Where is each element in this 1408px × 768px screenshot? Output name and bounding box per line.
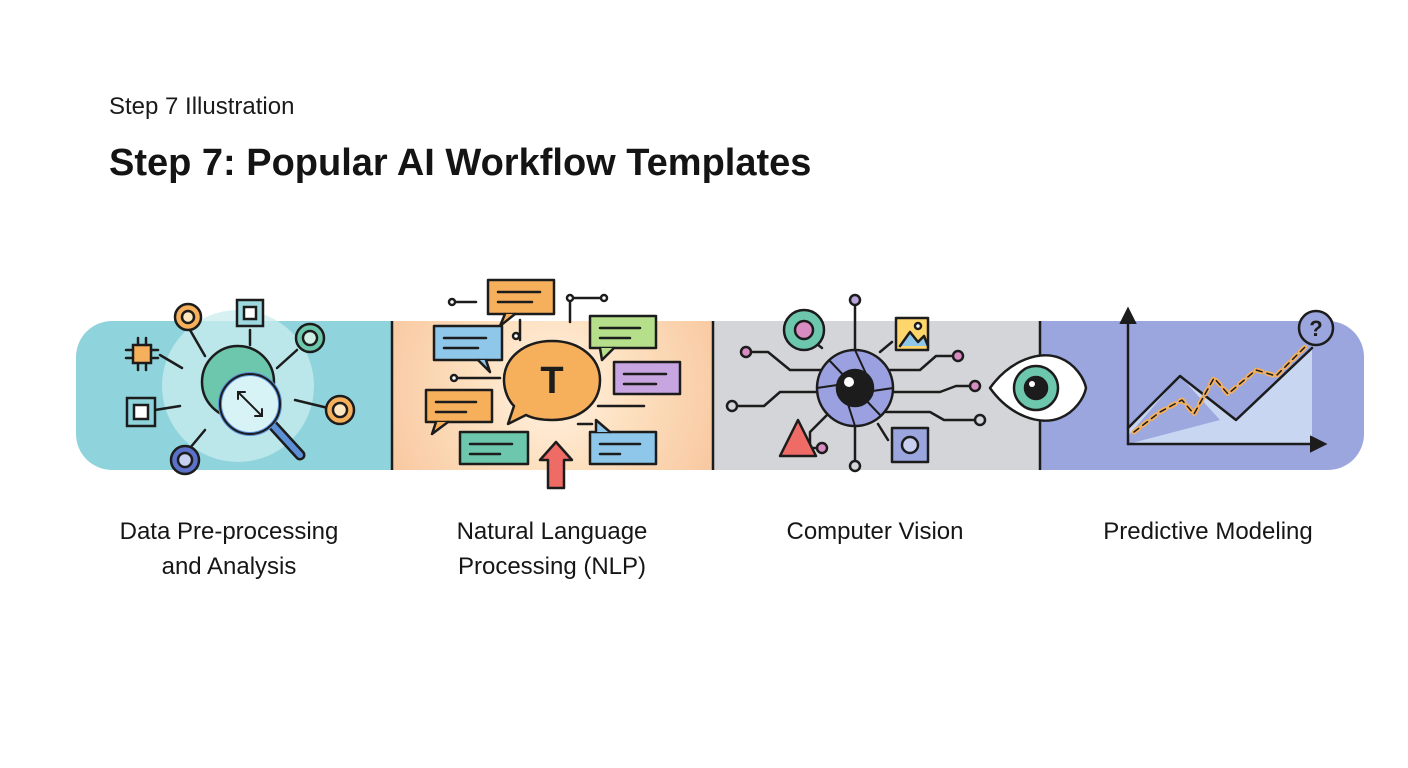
workflow-label-nlp-line2: Processing (NLP) — [457, 553, 647, 580]
workflow-label-data-line1: Data Pre-processing — [119, 518, 339, 545]
speech-bubble-icon: T — [424, 278, 682, 490]
workflow-label-data: Data Pre-processing and Analysis — [64, 514, 394, 584]
workflow-label-pm: Predictive Modeling — [1043, 514, 1373, 549]
trend-chart-icon: ? — [1119, 306, 1335, 453]
kicker-text: Step 7 Illustration — [109, 93, 295, 120]
page-title: Step 7: Popular AI Workflow Templates — [109, 142, 812, 184]
pm-question-mark: ? — [1309, 316, 1322, 341]
workflow-label-nlp: Natural Language Processing (NLP) — [387, 514, 717, 584]
workflow-label-pm-line1: Predictive Modeling — [1103, 518, 1313, 545]
workflow-label-nlp-line1: Natural Language — [456, 518, 648, 545]
workflow-label-cv: Computer Vision — [710, 514, 1040, 549]
nlp-center-letter: T — [540, 360, 563, 402]
camera-aperture-eye-icon — [725, 293, 1088, 473]
workflow-label-cv-line1: Computer Vision — [786, 518, 964, 545]
workflow-label-data-line2: and Analysis — [161, 553, 297, 580]
magnifier-data-icon — [124, 298, 356, 476]
